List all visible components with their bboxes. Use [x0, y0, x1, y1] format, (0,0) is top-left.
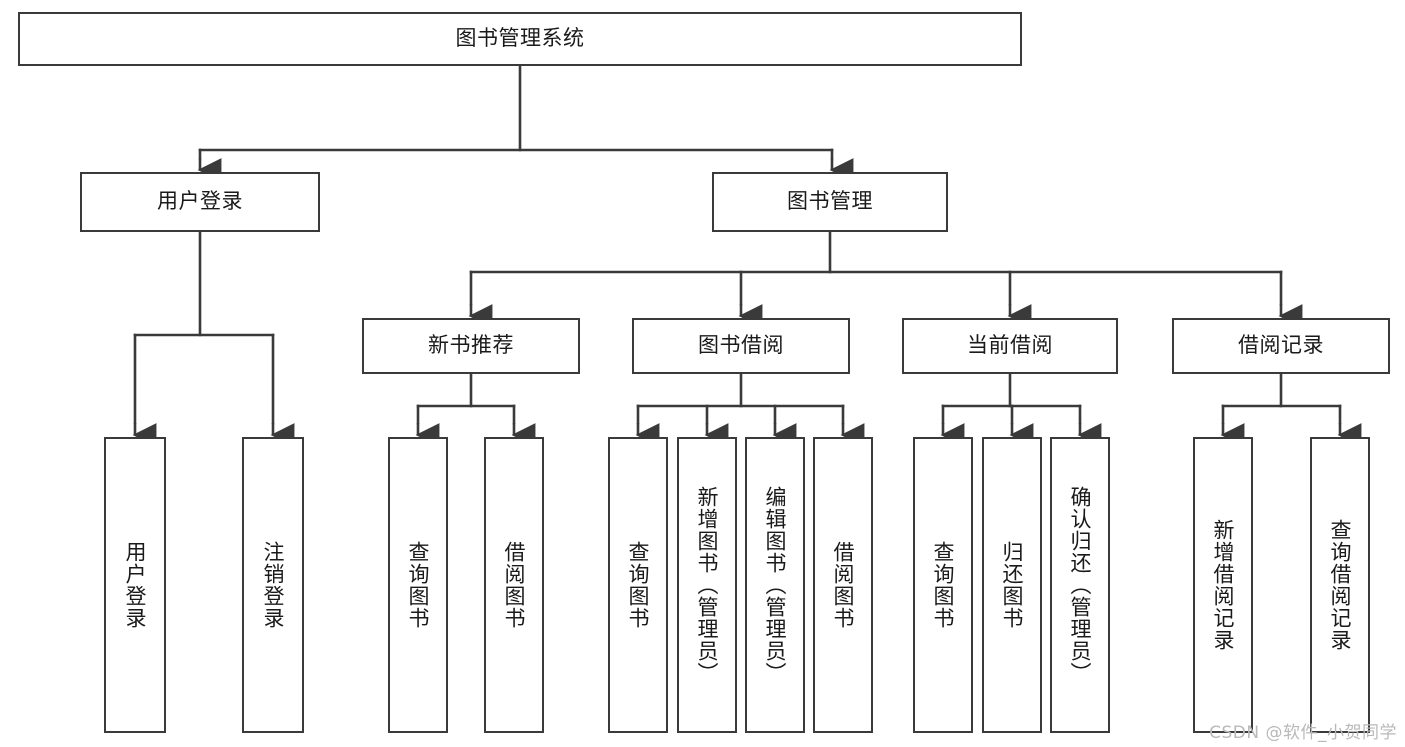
- node-label: 用户登录: [157, 189, 243, 214]
- node-new-book-rec[interactable]: 新书推荐: [362, 318, 580, 374]
- node-leaf-borrow-book-1[interactable]: 借阅图书: [484, 437, 544, 733]
- node-leaf-return-book[interactable]: 归还图书: [982, 437, 1042, 733]
- node-label: 当前借阅: [967, 333, 1053, 358]
- node-user-login[interactable]: 用户登录: [80, 172, 320, 232]
- node-label: 编辑图书（管理员）: [763, 486, 787, 684]
- node-label: 新书推荐: [428, 333, 514, 358]
- node-leaf-query-record[interactable]: 查询借阅记录: [1310, 437, 1370, 733]
- node-label: 图书管理: [787, 189, 873, 214]
- csdn-watermark: CSDN @软件_小贺同学: [1209, 723, 1397, 743]
- node-leaf-query-book-3[interactable]: 查询图书: [913, 437, 973, 733]
- node-book-manage[interactable]: 图书管理: [712, 172, 948, 232]
- node-label: 图书管理系统: [455, 26, 585, 51]
- node-leaf-logout[interactable]: 注销登录: [242, 437, 304, 733]
- node-leaf-query-book-2[interactable]: 查询图书: [608, 437, 668, 733]
- node-root[interactable]: 图书管理系统: [18, 12, 1022, 66]
- node-label: 图书借阅: [698, 333, 784, 358]
- node-leaf-query-book-1[interactable]: 查询图书: [388, 437, 448, 733]
- node-label: 借阅图书: [502, 541, 526, 629]
- node-label: 查询借阅记录: [1328, 519, 1352, 651]
- node-leaf-add-book[interactable]: 新增图书（管理员）: [677, 437, 737, 733]
- node-label: 查询图书: [626, 541, 650, 629]
- node-label: 查询图书: [406, 541, 430, 629]
- node-leaf-confirm-return[interactable]: 确认归还（管理员）: [1050, 437, 1110, 733]
- node-label: 新增图书（管理员）: [695, 486, 719, 684]
- node-leaf-edit-book[interactable]: 编辑图书（管理员）: [745, 437, 805, 733]
- node-leaf-borrow-book-2[interactable]: 借阅图书: [813, 437, 873, 733]
- node-label: 借阅图书: [831, 541, 855, 629]
- node-book-borrow[interactable]: 图书借阅: [632, 318, 850, 374]
- node-label: 查询图书: [931, 541, 955, 629]
- node-label: 归还图书: [1000, 541, 1024, 629]
- node-label: 确认归还（管理员）: [1068, 486, 1092, 684]
- node-label: 借阅记录: [1238, 333, 1324, 358]
- node-label: 用户登录: [123, 541, 147, 629]
- node-current-borrow[interactable]: 当前借阅: [902, 318, 1118, 374]
- node-borrow-record[interactable]: 借阅记录: [1172, 318, 1390, 374]
- node-leaf-user-login[interactable]: 用户登录: [104, 437, 166, 733]
- node-label: 注销登录: [261, 541, 285, 629]
- node-label: 新增借阅记录: [1211, 519, 1235, 651]
- node-leaf-add-record[interactable]: 新增借阅记录: [1193, 437, 1253, 733]
